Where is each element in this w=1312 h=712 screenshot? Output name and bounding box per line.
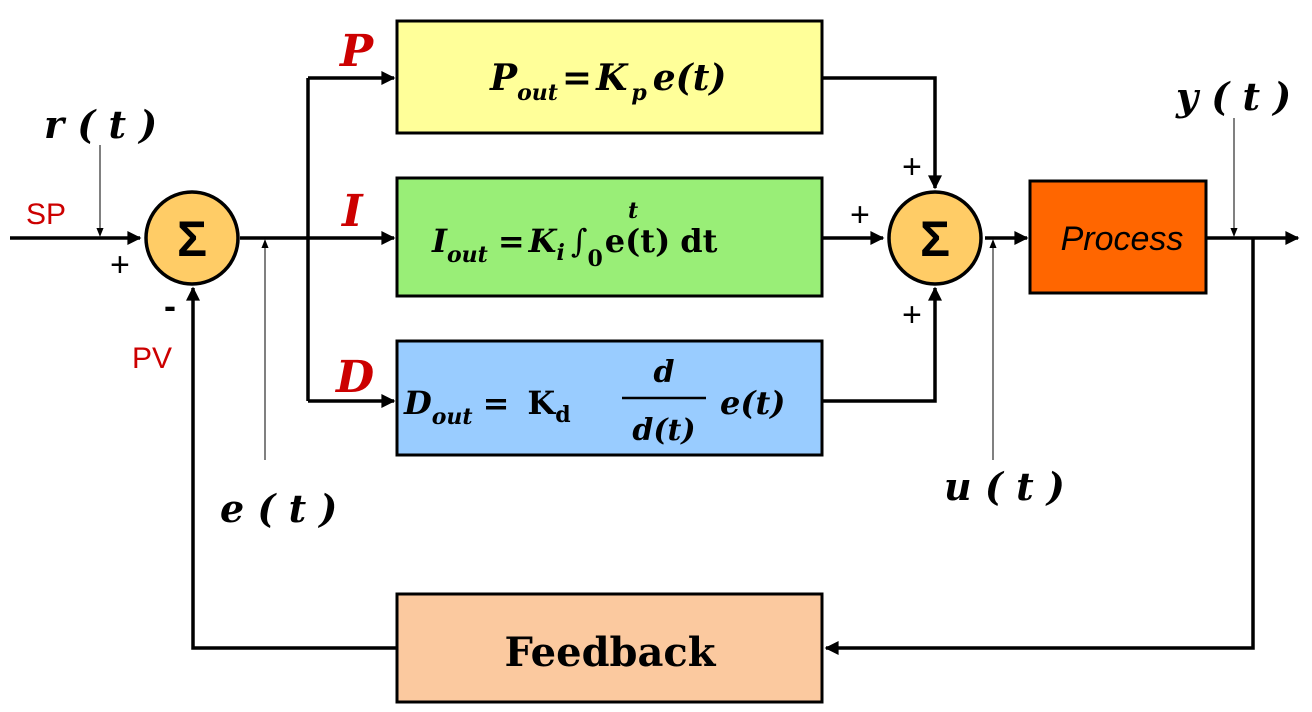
error-signal-label: e ( t ): [220, 486, 337, 531]
d-block-rect: [395, 339, 824, 457]
signal-lines: [10, 71, 1300, 655]
d-block-numerator: d: [654, 355, 675, 390]
sum2-circle: [887, 190, 983, 286]
feedback-label: Feedback: [504, 629, 716, 676]
i-block-rect: [395, 176, 824, 298]
sum1-minus-sign: -: [164, 285, 176, 326]
feedback-block-rect: [395, 592, 824, 704]
d-block-error-term: e(t): [720, 384, 785, 422]
sum1-plus-sign: +: [110, 246, 130, 284]
process-block-rect: [1028, 179, 1208, 295]
sum2-left-plus-sign: +: [850, 196, 870, 234]
feedback-to-sum-line: [186, 286, 397, 650]
feedback-return-line: [824, 238, 1255, 655]
feedback-block: Feedback: [395, 592, 824, 704]
output-signal-label: y ( t ): [1175, 74, 1291, 119]
summing-junction-2: Σ: [887, 190, 983, 286]
pointer-lines: [96, 118, 1238, 460]
p-output-line: [822, 76, 942, 190]
control-signal-label: u ( t ): [944, 464, 1065, 509]
branch-label-p: P: [338, 26, 375, 77]
reference-signal-label: r ( t ): [44, 102, 157, 147]
d-block-lhs: Dout=Kd: [403, 384, 571, 430]
sum2-symbol: Σ: [920, 211, 950, 267]
summing-junction-1: Σ: [144, 190, 240, 286]
branch-label-d: D: [334, 352, 374, 403]
sum2-top-plus-sign: +: [902, 148, 922, 186]
process-block: Process: [1028, 179, 1208, 295]
sum2-bottom-plus-sign: +: [902, 296, 922, 334]
d-block-denominator: d(t): [632, 413, 695, 448]
process-variable-tag: PV: [132, 342, 172, 375]
i-block-equation: Iout=Ki∫0e(t)dt: [431, 222, 718, 272]
sum1-symbol: Σ: [177, 211, 207, 267]
setpoint-tag: SP: [26, 198, 66, 231]
d-output-line: [822, 286, 942, 403]
sum1-circle: [144, 190, 240, 286]
i-block: Iout=Ki∫0e(t)dt t: [395, 176, 824, 298]
process-label: Process: [1061, 220, 1184, 258]
branch-label-i: I: [340, 186, 364, 237]
d-block: Dout=Kd d d(t) e(t): [395, 339, 824, 457]
p-block-rect: [395, 19, 824, 135]
i-block-upper-limit: t: [628, 198, 638, 224]
